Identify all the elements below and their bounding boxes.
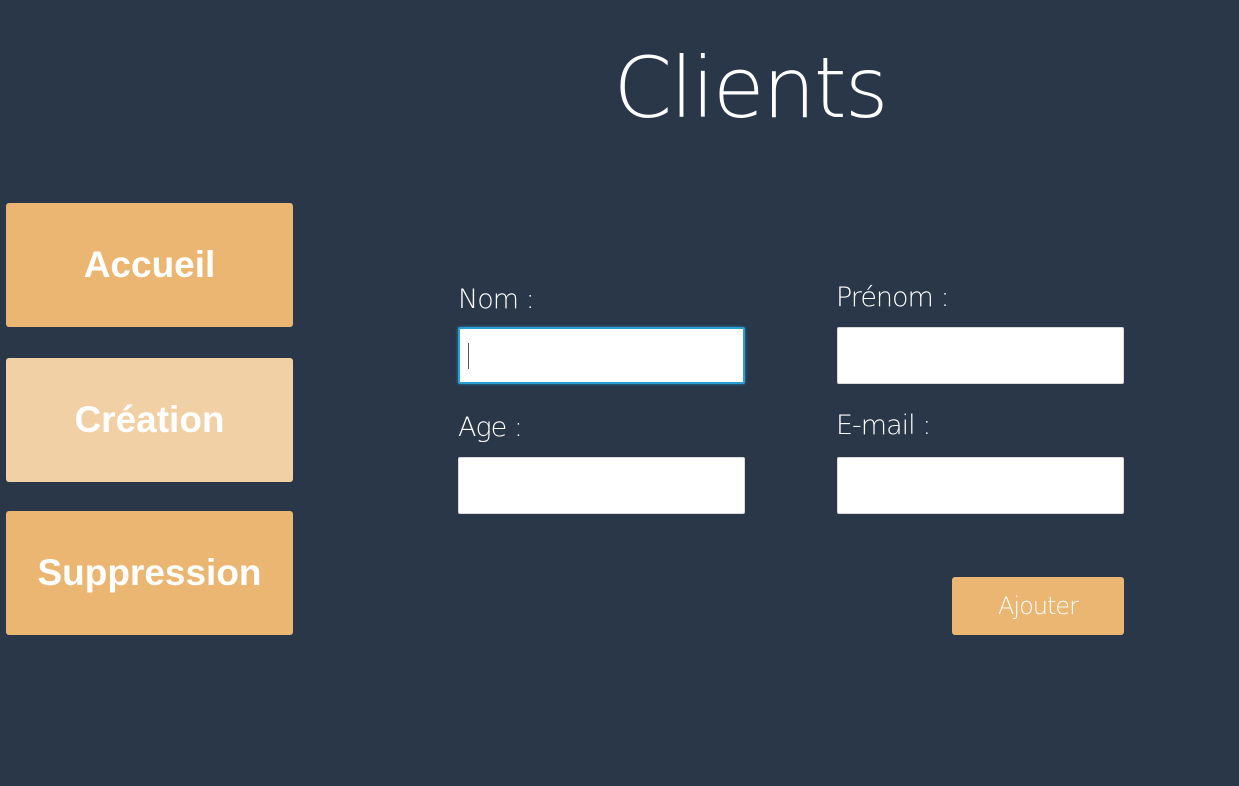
nav-button-creation[interactable]: Création: [6, 358, 293, 482]
nom-label: Nom :: [458, 284, 535, 315]
page-title: Clients: [613, 39, 889, 137]
ajouter-button[interactable]: Ajouter: [952, 577, 1124, 635]
age-label: Age :: [458, 412, 523, 443]
age-input[interactable]: [458, 457, 745, 514]
nav-button-suppression[interactable]: Suppression: [6, 511, 293, 635]
email-input[interactable]: [837, 457, 1124, 514]
text-caret: [468, 343, 469, 369]
nom-input[interactable]: [458, 327, 745, 384]
prenom-input[interactable]: [837, 327, 1124, 384]
nav-button-accueil[interactable]: Accueil: [6, 203, 293, 327]
prenom-label: Prénom :: [836, 282, 950, 313]
email-label: E-mail :: [836, 410, 931, 441]
